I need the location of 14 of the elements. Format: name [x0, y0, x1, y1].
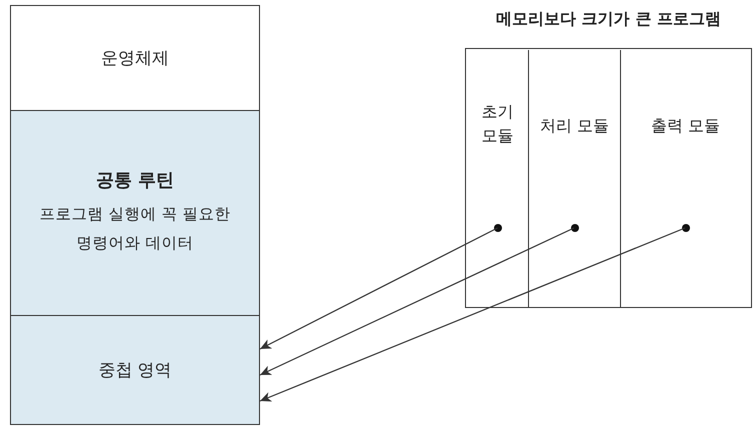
region-description: 프로그램 실행에 꼭 필요한 명령어와 데이터 [38, 204, 232, 254]
region-title: 운영체제 [101, 48, 169, 70]
region-title: 공통 루틴 [96, 169, 174, 192]
module-label: 출력 모듈 [650, 115, 720, 137]
memory-region-box [10, 110, 260, 316]
memory-region-box [10, 5, 260, 111]
arrow [260, 227, 498, 350]
arrow [260, 227, 574, 376]
memory-region-box [10, 315, 260, 425]
arrow [260, 227, 686, 402]
module-label: 초기 모듈 [480, 101, 514, 147]
module-label: 처리 모듈 [540, 115, 610, 137]
program-title: 메모리보다 크기가 큰 프로그램 [495, 9, 722, 30]
region-title: 중첩 영역 [98, 360, 172, 382]
